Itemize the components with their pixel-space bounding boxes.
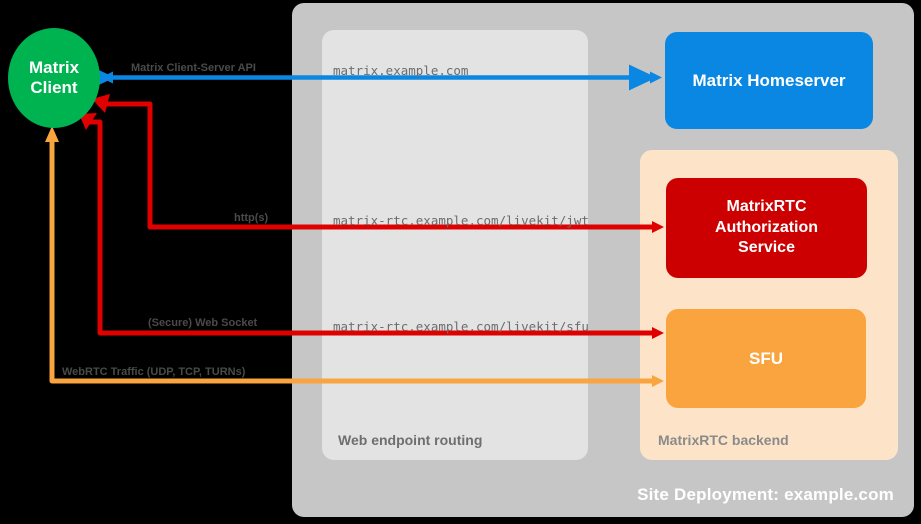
matrixrtc-backend-label: MatrixRTC backend — [658, 432, 789, 448]
site-deployment-label: Site Deployment: example.com — [637, 485, 894, 504]
node-matrixrtc-authorization-service[interactable]: MatrixRTC Authorization Service — [666, 178, 867, 278]
endpoint-livekit-sfu: matrix-rtc.example.com/livekit/sfu — [333, 319, 589, 334]
label-https: http(s) — [234, 212, 269, 224]
label-webrtc: WebRTC Traffic (UDP, TCP, TURNs) — [62, 366, 246, 378]
node-sfu[interactable]: SFU — [666, 309, 866, 408]
endpoint-matrix-domain: matrix.example.com — [333, 63, 469, 78]
web-endpoint-routing-label: Web endpoint routing — [338, 432, 483, 448]
matrix-client-label-line1: Matrix — [28, 58, 80, 78]
node-matrix-client[interactable]: Matrix Client — [8, 28, 100, 128]
sfu-label: SFU — [749, 348, 783, 368]
auth-service-label-line1: MatrixRTC — [726, 197, 807, 215]
matrix-client-label-line2: Client — [30, 78, 78, 97]
node-matrix-homeserver[interactable]: Matrix Homeserver — [665, 32, 873, 129]
endpoint-livekit-jwt: matrix-rtc.example.com/livekit/jwt — [333, 213, 589, 228]
label-client-server-api: Matrix Client-Server API — [131, 62, 256, 74]
auth-service-label-line2: Authorization — [714, 218, 819, 236]
web-endpoint-routing-container: Web endpoint routing — [322, 30, 588, 460]
matrix-homeserver-label: Matrix Homeserver — [692, 70, 846, 90]
label-websocket: (Secure) Web Socket — [148, 317, 258, 329]
auth-service-label-line3: Service — [738, 239, 795, 257]
